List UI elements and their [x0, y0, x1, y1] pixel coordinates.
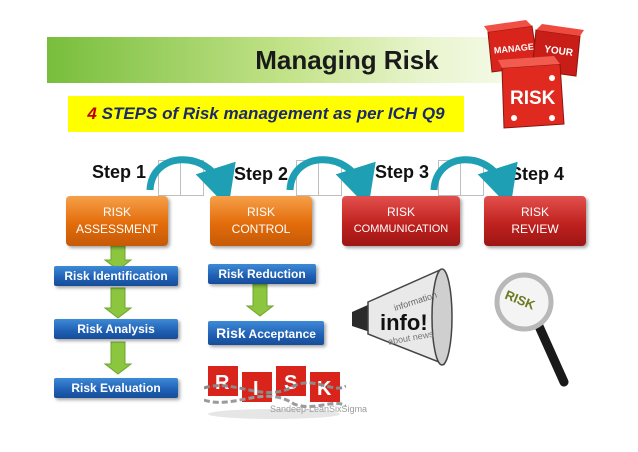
risk-acceptance-rest: Acceptance — [248, 327, 316, 341]
risk-analysis-box: Risk Analysis — [54, 319, 178, 339]
subtitle-text: STEPS of Risk management as per ICH Q9 — [101, 104, 445, 123]
page-title: Managing Risk — [255, 45, 439, 75]
arrow-step3-to-step4 — [430, 156, 518, 209]
step-box-line: RISK — [246, 205, 275, 219]
step-box-line: RISK — [102, 205, 131, 219]
risk-evaluation-box: Risk Evaluation — [54, 378, 178, 398]
step-box-line: COMMUNICATION — [353, 223, 449, 235]
chained-blocks-image: R I S K — [204, 366, 346, 419]
step-box-risk-communication: RISK COMMUNICATION — [342, 196, 460, 246]
magnifier-image: RISK — [494, 272, 569, 387]
step-3-label: Step 3 — [375, 162, 430, 182]
megaphone-text: info! — [380, 310, 428, 335]
step-box-risk-review: RISK REVIEW — [484, 196, 586, 246]
block-letter: I — [253, 378, 259, 400]
block-letter: R — [215, 372, 230, 394]
die-risk: RISK — [498, 56, 565, 129]
connector-assess-3 — [103, 341, 133, 375]
subtitle-number: 4 — [87, 104, 97, 123]
connector-assess-2 — [103, 287, 133, 319]
megaphone-image: information about news info! — [352, 268, 453, 366]
step-box-line: RISK — [520, 205, 549, 219]
connector-control-1 — [245, 283, 275, 317]
block-letter: K — [317, 378, 332, 400]
step-2-label: Step 2 — [234, 164, 289, 184]
step-box-line: RISK — [386, 205, 415, 219]
subtitle: 4 STEPS of Risk management as per ICH Q9 — [68, 96, 464, 132]
watermark: Sandeep-LeanSixSigma — [270, 404, 368, 414]
die-risk-text: RISK — [510, 88, 556, 109]
block-r: R — [208, 366, 238, 396]
arrow-step1-to-step2 — [146, 156, 236, 209]
connector-assess-1 — [103, 245, 133, 271]
risk-acceptance-box: Risk Acceptance — [208, 321, 324, 345]
subtitle-box: 4 STEPS of Risk management as per ICH Q9 — [68, 96, 464, 132]
step-4-label: Step 4 — [510, 164, 565, 184]
die-manage-text: MANAGE — [493, 42, 534, 56]
step-box-line: CONTROL — [231, 222, 291, 236]
step-box-risk-control: RISK CONTROL — [210, 196, 312, 246]
step-box-line: ASSESSMENT — [75, 222, 159, 236]
arrow-step2-to-step3 — [286, 156, 376, 209]
risk-acceptance-main: Risk — [216, 325, 246, 341]
dice-image: MANAGE YOUR RISK — [484, 20, 584, 129]
step-1-label: Step 1 — [92, 162, 147, 182]
risk-reduction-box: Risk Reduction — [208, 264, 316, 284]
die-your-text: YOUR — [543, 44, 574, 59]
block-k: K — [310, 372, 340, 402]
step-box-line: REVIEW — [511, 222, 559, 236]
step-box-risk-assessment: RISK ASSESSMENT — [66, 196, 168, 246]
risk-identification-box: Risk Identification — [54, 266, 178, 286]
block-i: I — [242, 372, 272, 402]
